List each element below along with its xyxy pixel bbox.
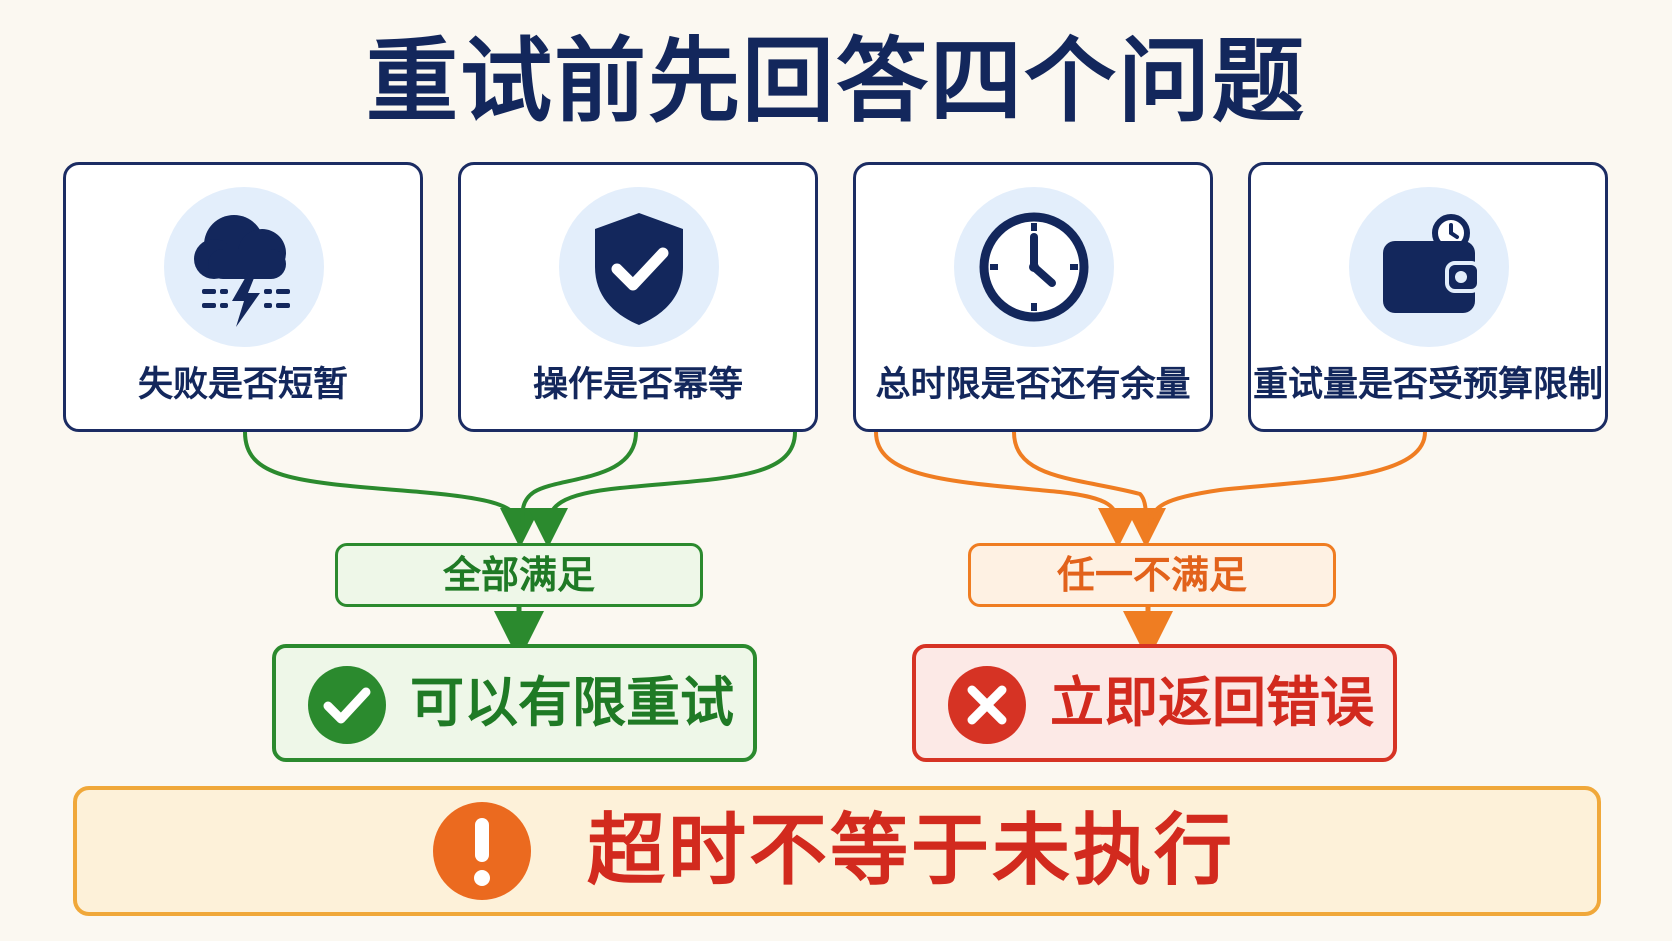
connector-orange bbox=[1148, 431, 1427, 529]
connector-green bbox=[528, 431, 797, 548]
result-fail-fast-label: 立即返回错误 bbox=[1050, 671, 1374, 734]
question-card-transient: 失败是否短暂 bbox=[63, 162, 423, 432]
question-label: 重试量是否受预算限制 bbox=[1252, 365, 1603, 405]
exclamation-icon bbox=[433, 802, 531, 900]
storm-cloud-icon bbox=[164, 187, 324, 347]
shield-check-icon bbox=[559, 187, 719, 347]
result-retry-label: 可以有限重试 bbox=[410, 671, 734, 734]
connector-orange bbox=[1012, 431, 1166, 548]
connector-green bbox=[520, 431, 638, 529]
question-card-idempotent: 操作是否幂等 bbox=[458, 162, 818, 432]
check-circle-icon bbox=[308, 666, 386, 744]
question-label: 总时限是否还有余量 bbox=[875, 365, 1191, 405]
question-card-deadline: 总时限是否还有余量 bbox=[853, 162, 1213, 432]
diagram-title: 重试前先回答四个问题 bbox=[365, 28, 1306, 135]
connector-green bbox=[243, 431, 540, 548]
result-retry: 可以有限重试 bbox=[272, 644, 757, 762]
condition-all-met: 全部满足 bbox=[335, 543, 703, 607]
warning-banner: 超时不等于未执行 bbox=[73, 786, 1601, 916]
warning-label: 超时不等于未执行 bbox=[587, 806, 1236, 896]
connector-orange bbox=[874, 431, 1138, 548]
x-circle-icon bbox=[948, 666, 1026, 744]
clock-icon bbox=[954, 187, 1114, 347]
question-label: 操作是否幂等 bbox=[532, 365, 743, 405]
condition-any-unmet: 任一不满足 bbox=[968, 543, 1336, 607]
wallet-icon bbox=[1349, 187, 1509, 347]
question-label: 失败是否短暂 bbox=[137, 365, 348, 405]
question-card-budget: 重试量是否受预算限制 bbox=[1248, 162, 1608, 432]
result-fail-fast: 立即返回错误 bbox=[912, 644, 1397, 762]
